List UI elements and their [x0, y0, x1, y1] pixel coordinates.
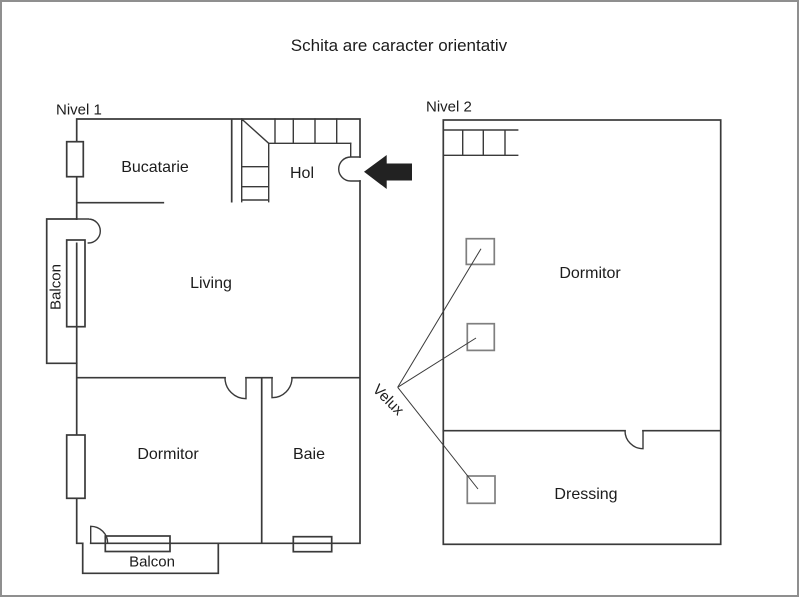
level1-staircase: [240, 118, 352, 203]
skylight-squares: [465, 237, 496, 505]
entrance-door-arc: [338, 142, 361, 182]
bathroom-door-arc: [271, 376, 293, 399]
balcony-bottom-window: [104, 535, 171, 553]
room-label-bedroom-level2: Dormitor: [559, 265, 621, 282]
room-label-kitchen: Bucatarie: [121, 159, 189, 176]
bathroom-window: [292, 535, 333, 553]
room-label-living: Living: [190, 275, 232, 292]
level1-walls: [75, 118, 361, 545]
level2-plan: [442, 119, 722, 546]
level2-staircase: [442, 129, 519, 156]
skylight-pointer-line-top: [397, 248, 482, 388]
balcony-left-window: [65, 239, 86, 328]
skylight-pointer-line-bottom: [397, 386, 479, 490]
balcony-bottom-outline: [81, 542, 220, 575]
room-label-bathroom: Baie: [292, 446, 326, 463]
room-label-balcony-left: Balcon: [47, 264, 65, 310]
skylight-pointer-line-middle: [397, 337, 477, 388]
kitchen-window: [65, 140, 85, 178]
room-label-dressing: Dressing: [554, 486, 618, 503]
skylight-square-top: [465, 237, 496, 266]
room-label-bedroom-level1: Dormitor: [137, 446, 199, 463]
room-label-balcony-bottom: Balcon: [129, 553, 175, 571]
skylight-pointer-lines: [397, 248, 482, 490]
bedroom-door-arc: [224, 376, 247, 400]
dressing-door-arc: [624, 429, 644, 450]
room-label-hall: Hol: [289, 165, 315, 182]
level1-windows: [65, 140, 333, 553]
bedroom-window: [65, 434, 86, 500]
balcony-bottom-door-arc: [89, 525, 109, 545]
balcony-left-door-arc: [76, 218, 101, 244]
balcony-left-outline: [45, 218, 78, 365]
skylight-square-middle: [466, 322, 496, 352]
level2-label: Nivel 2: [426, 98, 472, 116]
level1-label: Nivel 1: [56, 101, 102, 119]
level2-outline: [442, 119, 722, 546]
page-title: Schita are caracter orientativ: [290, 36, 508, 55]
level1-plan: [45, 118, 361, 575]
entrance-arrow-icon: [364, 155, 412, 189]
